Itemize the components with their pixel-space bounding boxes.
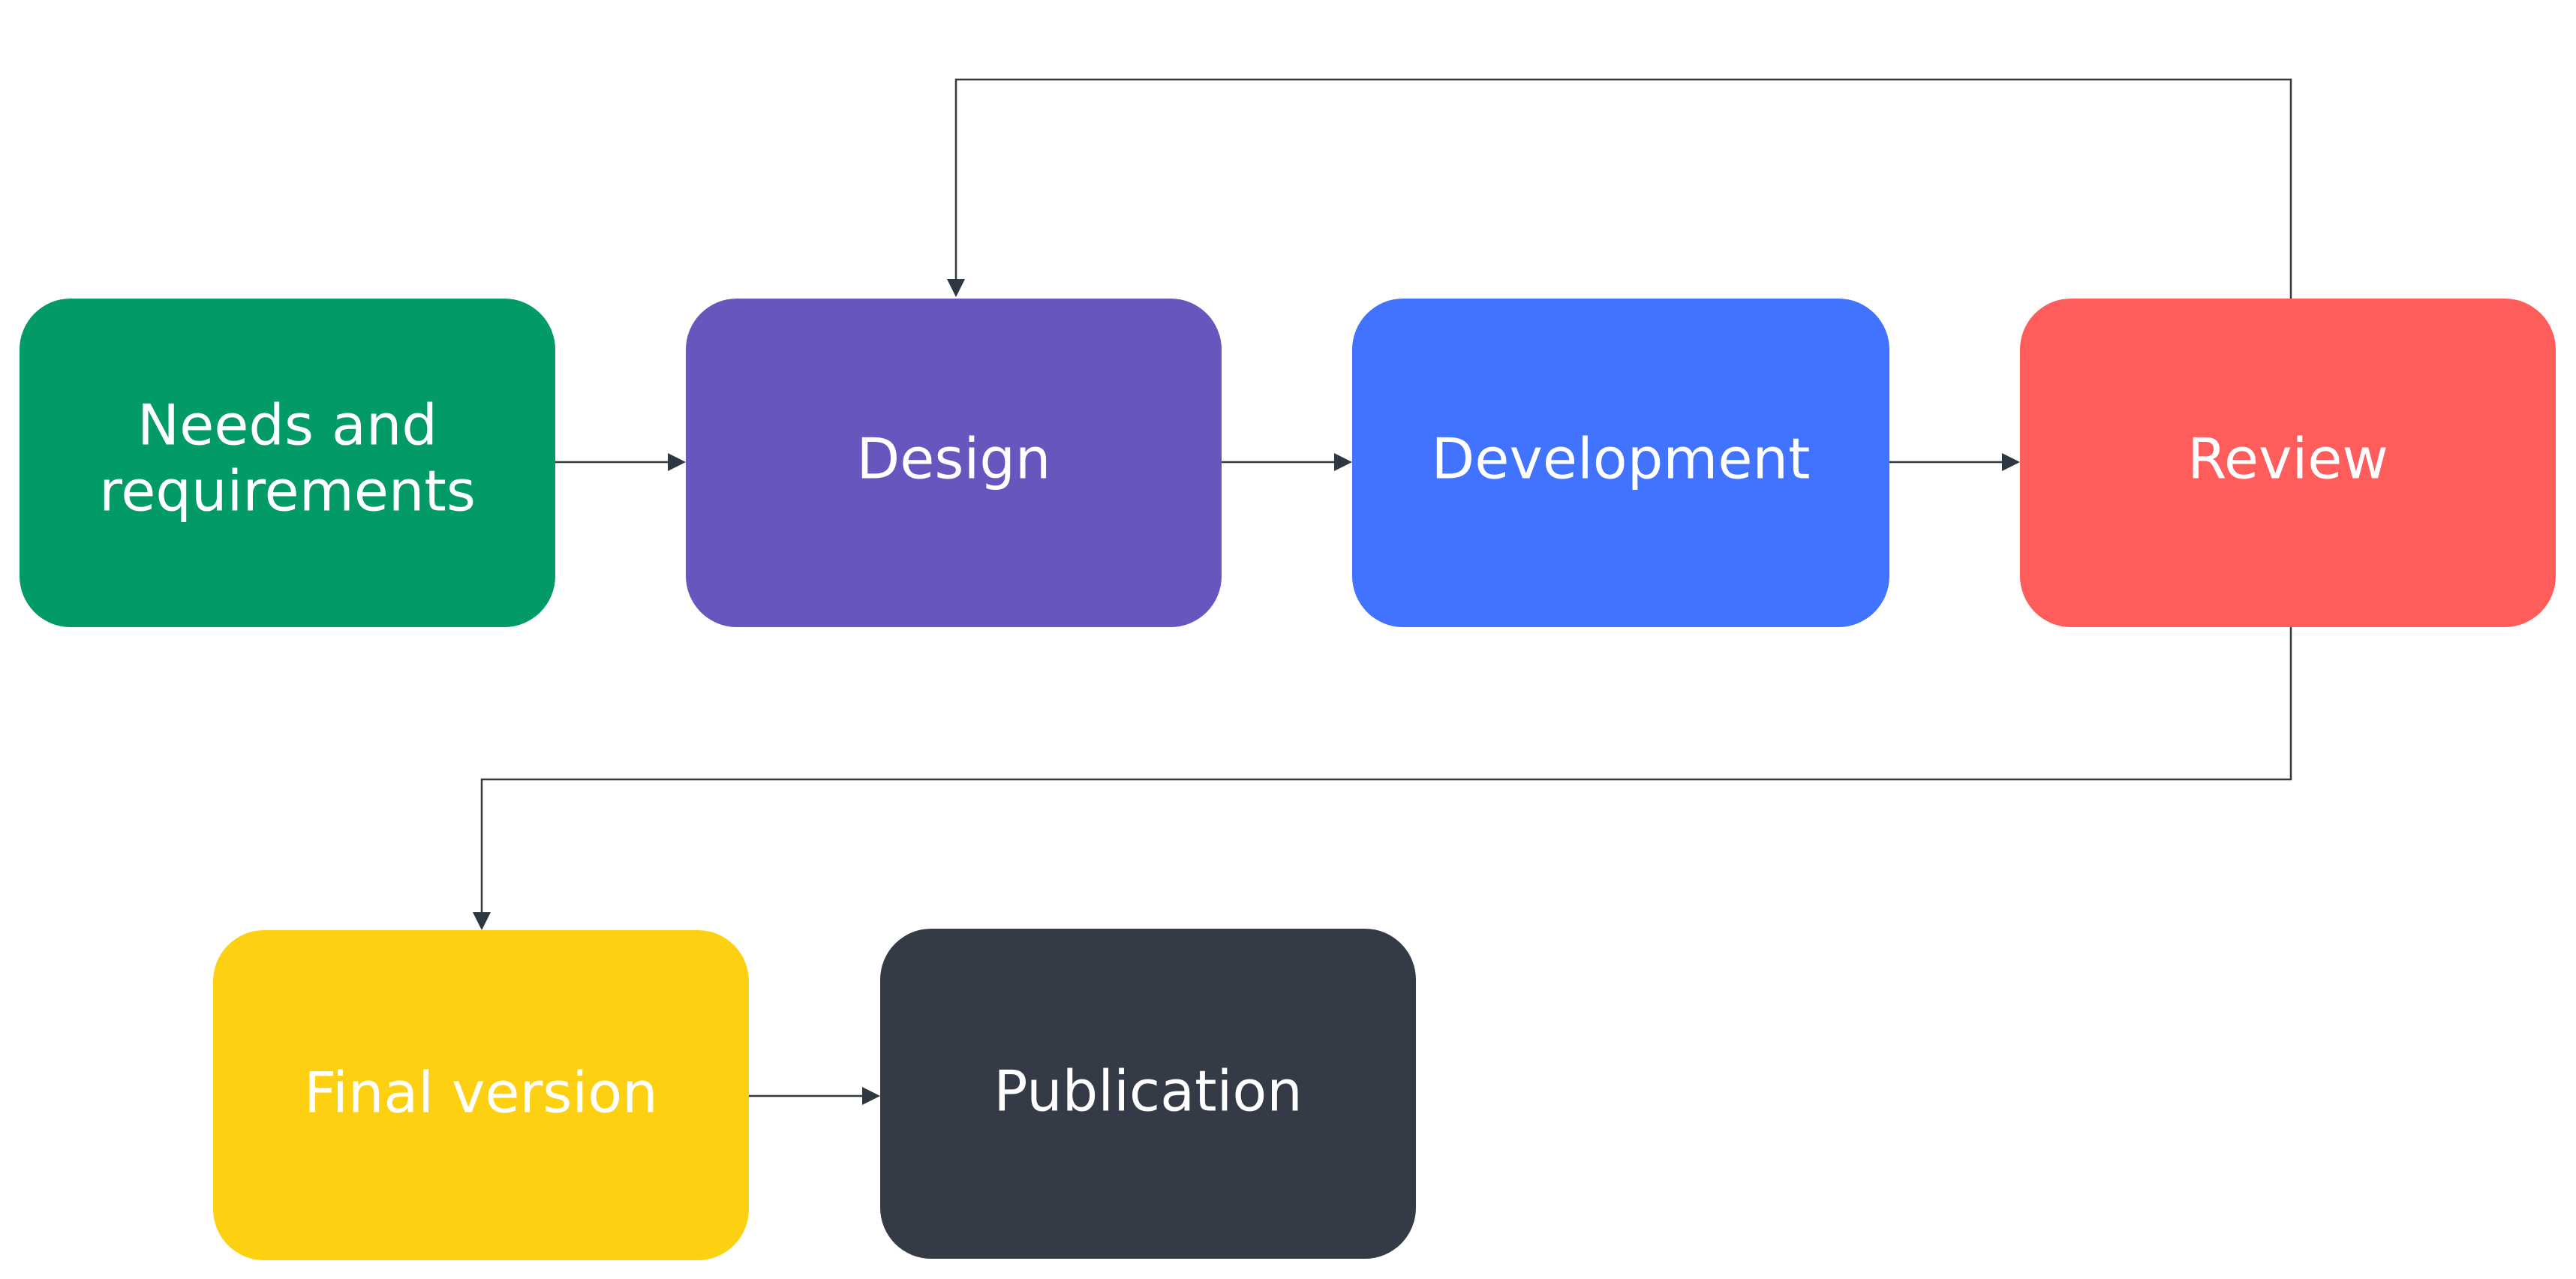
node-box-review [2020,299,2556,627]
node-label-development: Development [1432,426,1811,492]
arrowhead-review-to-final [473,912,491,930]
node-publication: Publication [880,929,1416,1259]
node-needs-and-requirements: Needs and requirements [20,299,555,627]
node-box-final [213,930,749,1260]
arrowhead-needs-to-design [668,453,686,471]
edge-review-to-final [480,627,2292,917]
arrowhead-design-to-development [1334,453,1352,471]
node-label-review: Review [2187,426,2388,492]
node-box-needs [20,299,555,627]
node-design: Design [686,299,1222,627]
arrowhead-review-to-design [947,279,965,297]
node-label-needs-line1: Needs and [137,392,437,458]
node-label-publication: Publication [993,1058,1303,1124]
node-development: Development [1352,299,1889,627]
node-box-design [686,299,1222,627]
node-label-final: Final version [304,1060,657,1126]
node-box-development [1352,299,1889,627]
node-label-needs-line2: requirements [99,458,476,524]
edge-review-to-design [954,78,2292,299]
node-box-publication [880,929,1416,1259]
arrowhead-final-to-publication [862,1087,880,1105]
arrowhead-development-to-review [2002,453,2020,471]
node-final-version: Final version [213,930,749,1260]
connectors [473,78,2292,1105]
node-label-design: Design [857,426,1051,492]
node-review: Review [2020,299,2556,627]
